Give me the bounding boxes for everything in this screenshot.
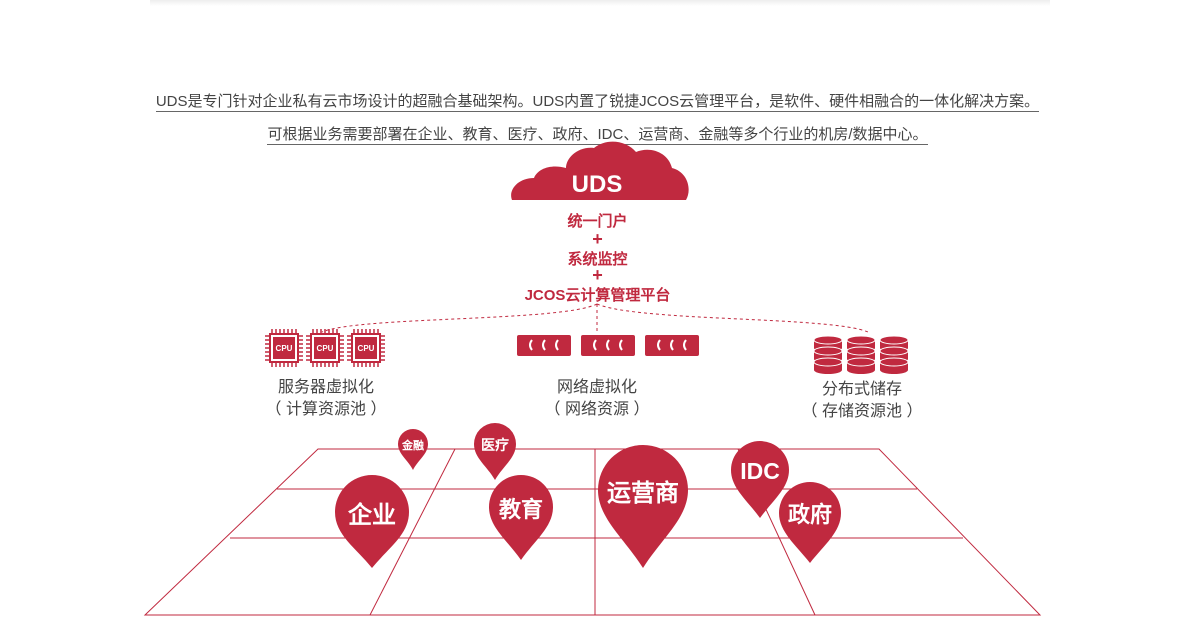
svg-text:CPU: CPU: [358, 344, 375, 353]
pin-operator: 运营商: [598, 445, 688, 568]
plus-sign-1: +: [592, 229, 603, 249]
network-sub: （ 网络资源 ）: [544, 401, 650, 418]
top-shadow: [150, 0, 1050, 6]
pin-idc: IDC: [731, 441, 789, 518]
svg-text:政府: 政府: [788, 502, 832, 527]
database-icon: [846, 335, 876, 374]
database-icons: [813, 335, 909, 374]
cpu-icons: CPU CPU CPU: [265, 329, 385, 367]
cloud-label: UDS: [572, 171, 623, 198]
stack-jcos: JCOS云计算管理平台: [524, 287, 671, 304]
svg-text:医疗: 医疗: [481, 437, 509, 453]
map-grid: [143, 448, 1042, 616]
pin-education: 教育: [489, 475, 553, 560]
svg-text:企业: 企业: [348, 501, 396, 529]
plus-sign-2: +: [592, 265, 603, 285]
cpu-chip-icon: CPU: [265, 329, 303, 367]
network-resource-label: 网络虚拟化 （ 网络资源 ）: [477, 377, 717, 421]
cpu-chip-icon: CPU: [306, 329, 344, 367]
compute-sub: （ 计算资源池 ）: [265, 401, 387, 418]
svg-text:教育: 教育: [499, 497, 543, 522]
storage-sub: （ 存储资源池 ）: [801, 403, 923, 420]
switch-icons: [517, 335, 699, 356]
compute-name: 服务器虚拟化: [277, 379, 374, 396]
pin-government: 政府: [779, 482, 841, 563]
uds-cloud: UDS: [511, 141, 689, 200]
pin-medical: 医疗: [474, 423, 516, 480]
intro-line-2: 可根据业务需要部署在企业、教育、医疗、政府、IDC、运营商、金融等多个行业的机房…: [267, 126, 928, 145]
svg-text:运营商: 运营商: [607, 479, 679, 507]
compute-resource-label: 服务器虚拟化 （ 计算资源池 ）: [206, 377, 446, 421]
svg-text:CPU: CPU: [317, 344, 334, 353]
database-icon: [879, 335, 909, 374]
connector-lines: [321, 303, 869, 333]
cpu-chip-icon: CPU: [347, 329, 385, 367]
network-switch-icon: [581, 335, 635, 356]
svg-text:CPU: CPU: [276, 344, 293, 353]
storage-name: 分布式储存: [821, 381, 902, 398]
svg-text:IDC: IDC: [740, 458, 780, 484]
stack-monitoring: 系统监控: [567, 251, 628, 268]
network-name: 网络虚拟化: [556, 379, 637, 396]
svg-text:金融: 金融: [401, 438, 424, 452]
network-switch-icon: [645, 335, 699, 356]
pin-finance: 金融: [398, 429, 428, 470]
stack-portal: 统一门户: [567, 213, 628, 230]
database-icon: [813, 335, 843, 374]
storage-resource-label: 分布式储存 （ 存储资源池 ）: [742, 379, 982, 423]
pin-enterprise: 企业: [335, 475, 409, 568]
intro-line-1: UDS是专门针对企业私有云市场设计的超融合基础架构。UDS内置了锐捷JCOS云管…: [155, 93, 1040, 112]
network-switch-icon: [517, 335, 571, 356]
